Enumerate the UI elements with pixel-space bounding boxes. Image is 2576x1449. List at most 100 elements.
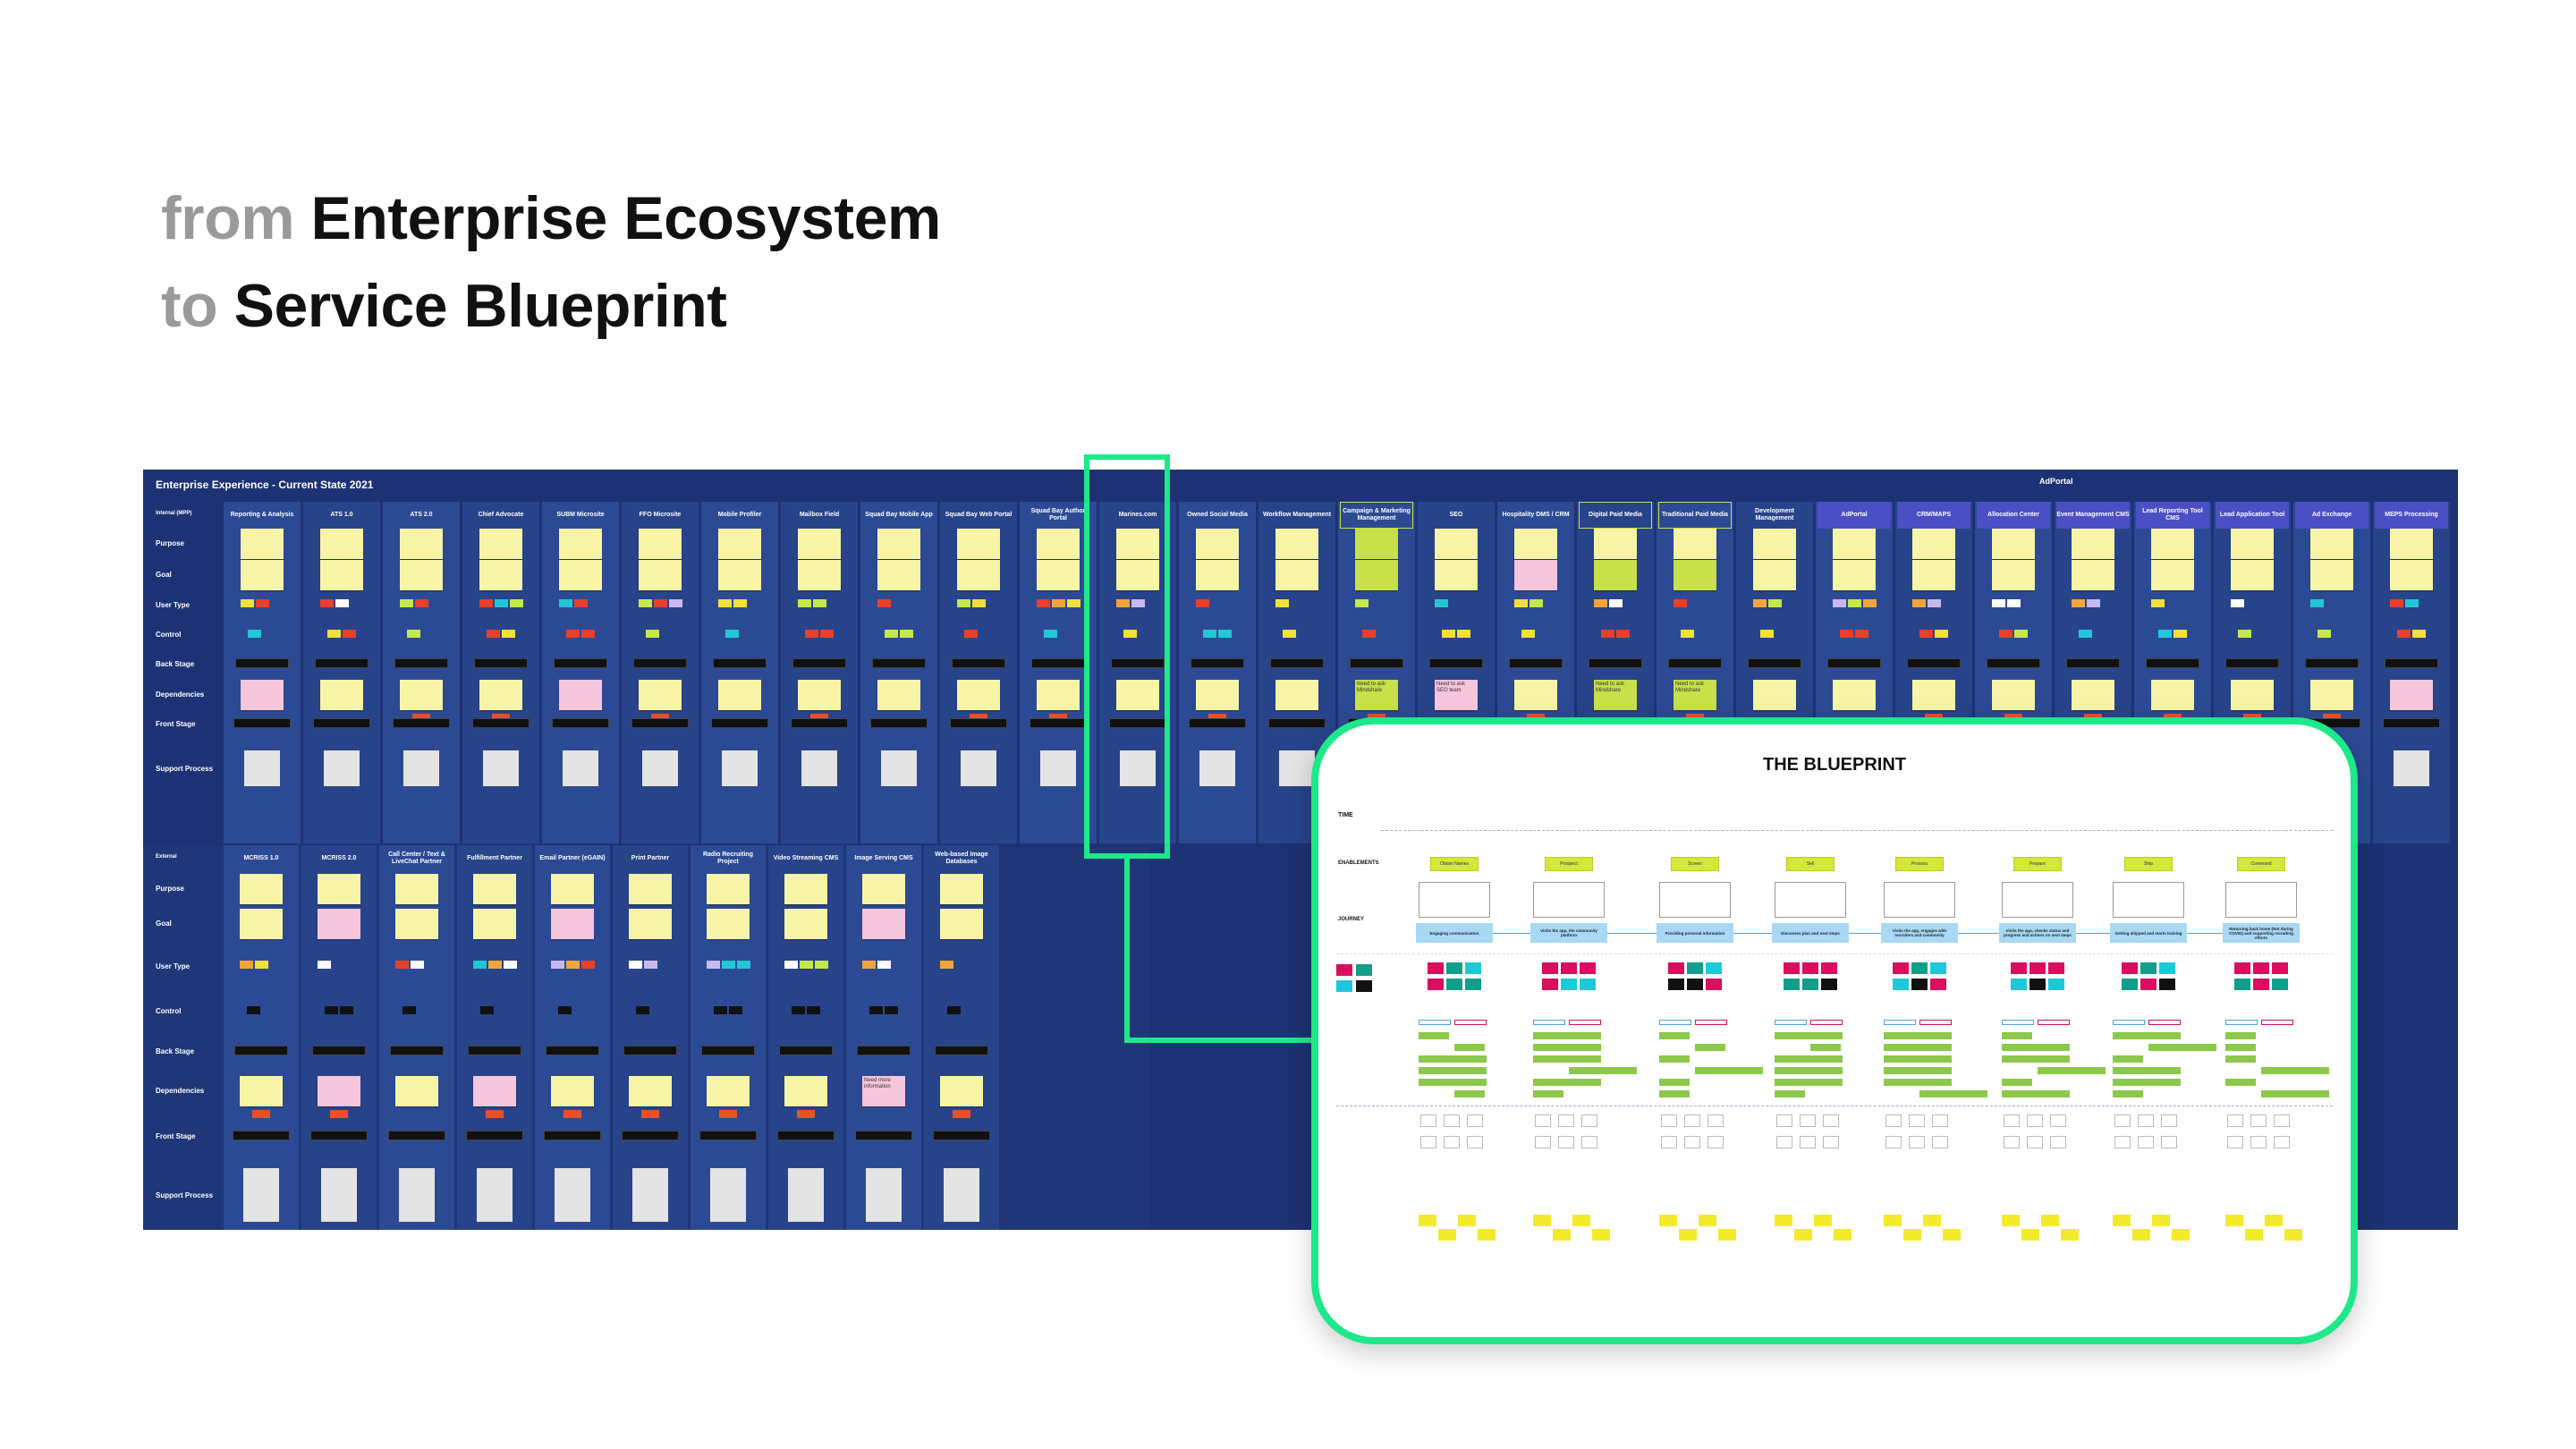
control-tag — [792, 1006, 805, 1014]
support-note — [1438, 1229, 1456, 1241]
dependencies-sticky — [1514, 680, 1557, 710]
control-tag — [2318, 630, 2331, 638]
support-note — [1718, 1229, 1736, 1241]
technology-bar — [2225, 1079, 2256, 1086]
control-tag — [1616, 630, 1630, 638]
technology-bar — [2002, 1032, 2032, 1039]
technology-foundation-tag — [1419, 1020, 1451, 1025]
goal-sticky — [1912, 560, 1955, 590]
purpose-sticky — [2151, 529, 2194, 559]
user-type-tag — [1037, 599, 1050, 607]
front-stage-action — [1561, 979, 1577, 990]
support-process-box — [1279, 750, 1315, 786]
back-stage-action — [2027, 1114, 2043, 1127]
control-tag — [964, 630, 978, 638]
user-type-tag — [644, 961, 657, 969]
purpose-sticky — [1116, 529, 1159, 559]
journey-step: Returning back home (Not during COVID) a… — [2223, 923, 2300, 943]
support-note — [1884, 1215, 1902, 1226]
support-note — [1794, 1229, 1812, 1241]
column-header: Lead Reporting Tool CMS — [2136, 502, 2209, 529]
front-stage-action — [1706, 979, 1722, 990]
support-note — [2113, 1215, 2131, 1226]
column-header: Traditional Paid Media — [1658, 502, 1732, 529]
dependencies-sticky — [629, 1076, 672, 1106]
column-header: Digital Paid Media — [1579, 502, 1652, 529]
support-process-box — [477, 1168, 513, 1222]
board-column: ATS 2.0 — [383, 502, 460, 843]
support-note — [2245, 1229, 2263, 1241]
technology-bar — [1775, 1067, 1843, 1074]
front-stage-action — [2029, 979, 2046, 990]
headline-to: to — [161, 272, 218, 340]
purpose-sticky — [241, 529, 284, 559]
support-note — [2225, 1215, 2243, 1226]
board-column: Chief Advocate — [462, 502, 539, 843]
back-stage-action — [1885, 1114, 1902, 1127]
dependencies-sticky — [2390, 680, 2433, 710]
dependencies-sticky — [1992, 680, 2035, 710]
support-note — [1592, 1229, 1610, 1241]
user-type-tag — [1674, 599, 1687, 607]
goal-sticky — [877, 560, 920, 590]
support-note — [1679, 1229, 1697, 1241]
goal-sticky — [629, 909, 672, 939]
goal-sticky — [1116, 560, 1159, 590]
technology-bar — [1454, 1090, 1485, 1097]
support-process-box — [710, 1168, 746, 1222]
back-stage-bar — [315, 658, 369, 668]
technology-bar — [2113, 1079, 2181, 1086]
control-tag — [805, 630, 818, 638]
user-type-tag — [1196, 599, 1209, 607]
column-header: Workflow Management — [1262, 512, 1332, 519]
front-stage-bar — [777, 1131, 835, 1140]
technology-bar — [1884, 1055, 1952, 1063]
user-type-tag — [240, 961, 253, 969]
front-stage-action — [1580, 962, 1596, 974]
user-type-tag — [1052, 599, 1065, 607]
control-tag — [2014, 630, 2028, 638]
user-type-tag — [1435, 599, 1448, 607]
technology-bar — [1419, 1032, 1449, 1039]
user-type-tag — [2231, 599, 2244, 607]
front-stage-action — [2253, 979, 2269, 990]
control-tag — [1457, 630, 1470, 638]
back-stage-action — [1467, 1114, 1483, 1127]
dependencies-sticky — [639, 680, 682, 710]
control-tag — [636, 1006, 649, 1014]
journey-arrow — [1493, 933, 1530, 934]
back-stage-action — [2138, 1114, 2154, 1127]
technology-bar — [1454, 1044, 1485, 1051]
back-stage-action — [2250, 1136, 2267, 1148]
dependencies-sticky — [2072, 680, 2114, 710]
back-stage-action — [1420, 1114, 1436, 1127]
journey-arrow — [2187, 933, 2223, 934]
row-label: Front Stage — [156, 720, 196, 728]
back-stage-action — [1800, 1114, 1816, 1127]
board-title: Enterprise Experience - Current State 20… — [156, 479, 374, 491]
dependencies-sticky — [877, 680, 920, 710]
goal-sticky — [1674, 560, 1716, 590]
column-header: Chief Advocate — [478, 512, 524, 519]
purpose-sticky — [957, 529, 1000, 559]
control-tag — [1044, 630, 1057, 638]
board-column: FFO Microsite — [622, 502, 699, 843]
support-process-box — [944, 1168, 979, 1222]
back-stage-action — [1558, 1114, 1574, 1127]
front-stage-action — [2272, 979, 2288, 990]
user-type-tag — [718, 599, 732, 607]
technology-bar — [1659, 1090, 1690, 1097]
control-tag — [729, 1006, 742, 1014]
status-tag — [1208, 714, 1226, 722]
row-label: Support Process — [156, 1191, 214, 1199]
column-header: Owned Social Media — [1187, 512, 1248, 519]
enablement-5: Prepare — [2013, 857, 2062, 871]
front-stage-action — [1802, 962, 1818, 974]
row-label: Purpose — [156, 885, 185, 893]
support-note — [2284, 1229, 2302, 1241]
support-process-box — [881, 750, 917, 786]
support-process-box — [801, 750, 837, 786]
back-stage-action — [2114, 1136, 2131, 1148]
